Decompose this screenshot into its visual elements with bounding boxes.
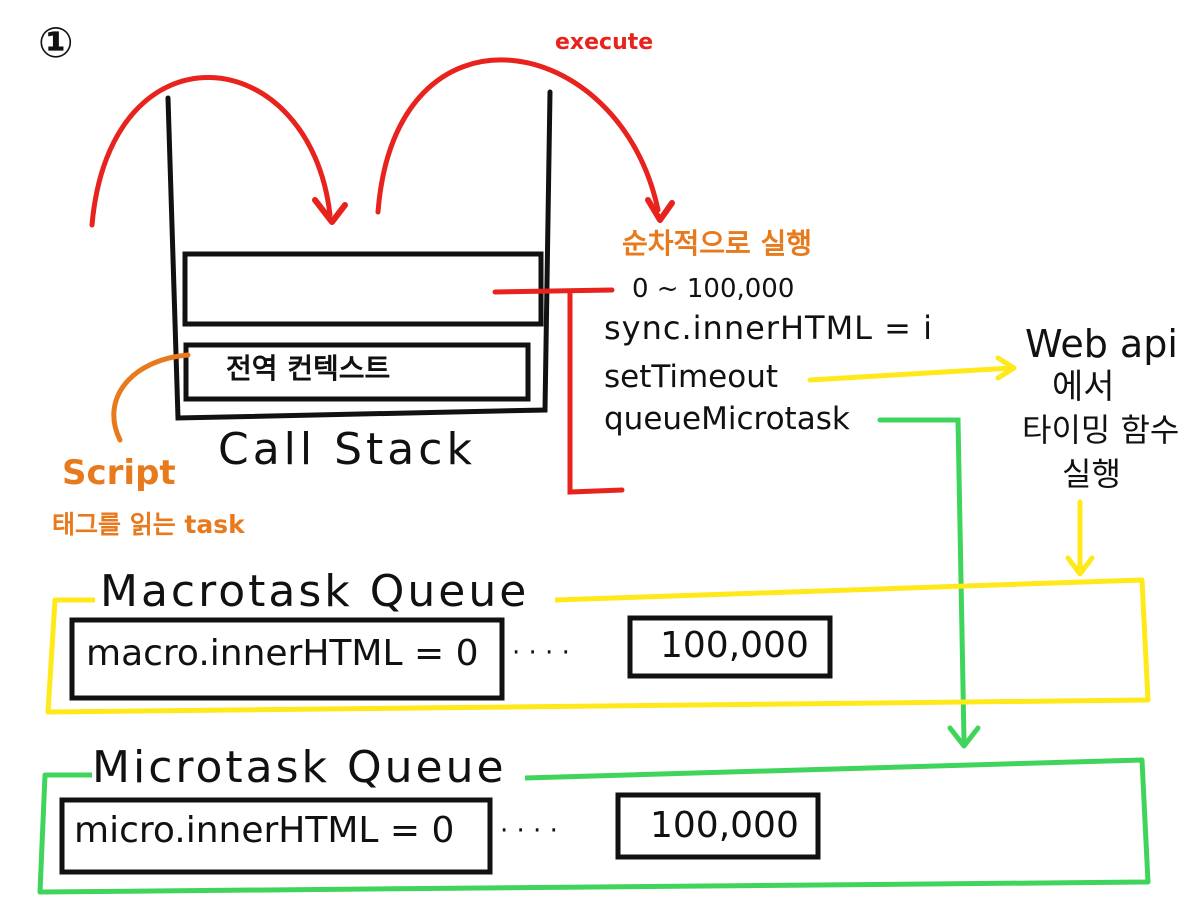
web-api-line-3: 타이밍 함수 [1022,411,1180,449]
macro-ellipsis: · · · · [512,638,570,668]
settimeout-arrow [807,365,1015,383]
execute-arrow-right [375,57,661,215]
microtask-arrow [877,417,967,743]
webapi-down-arrow-head [1065,555,1095,577]
execute-arrow-left [89,75,333,228]
macro-first-item: macro.innerHTML = 0 [86,633,479,674]
call-stack-container [165,89,553,421]
stack-frame-top [182,251,544,327]
microtask-queue-border [37,757,1151,895]
stack-frame-global-context [183,342,531,402]
execute-arrow-right-head [645,197,675,223]
sync-bracket [492,287,625,495]
micro-ellipsis: · · · · [500,816,558,846]
micro-last-item-box [615,792,821,860]
global-context-label: 전역 컨텍스트 [226,352,391,385]
sync-range: 0 ~ 100,000 [632,274,795,304]
step-number: ① [38,18,74,67]
sync-header: 순차적으로 실행 [622,227,813,260]
script-connector [111,352,191,443]
sync-line-queuemicrotask: queueMicrotask [604,401,850,437]
micro-first-item-box [59,797,493,875]
web-api-line-4: 실행 [1062,455,1121,493]
sync-line-assign: sync.innerHTML = i [604,309,934,347]
microtask-queue-title: Microtask Queue [92,742,507,793]
micro-last-item: 100,000 [650,805,799,846]
macro-last-item-box [627,615,833,679]
execute-arrow-left-head [312,197,348,225]
script-task-label: 태그를 읽는 task [52,510,245,539]
sync-line-settimeout: setTimeout [604,359,779,395]
settimeout-arrow-head [995,355,1017,381]
call-stack-label: Call Stack [218,424,476,475]
microtask-arrow-head [947,725,981,749]
macro-last-item: 100,000 [660,625,809,666]
macrotask-queue-border [45,577,1151,715]
execute-label: execute [555,30,654,55]
script-label: Script [62,453,176,493]
web-api-line-2: 에서 [1052,367,1115,407]
macro-first-item-box [69,617,505,701]
micro-first-item: micro.innerHTML = 0 [74,810,455,851]
macrotask-queue-title: Macrotask Queue [100,566,530,617]
web-api-line-1: Web api [1025,322,1178,366]
